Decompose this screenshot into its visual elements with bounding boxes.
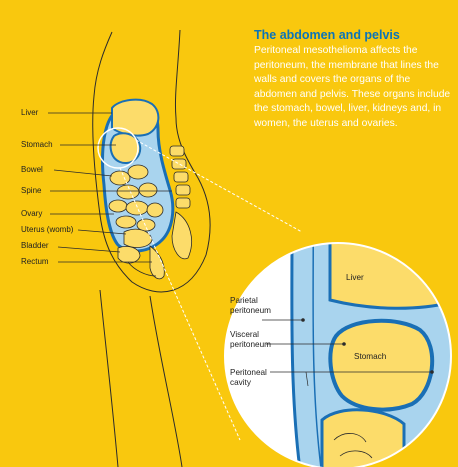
zoom-circle-border xyxy=(224,242,452,467)
spine xyxy=(169,145,192,260)
zoom-label-stomach: Stomach xyxy=(354,352,387,361)
label-uterus: Uterus (womb) xyxy=(21,225,74,234)
zoom-label-cavity-line1: Peritoneal xyxy=(230,368,267,377)
rectum-organ xyxy=(149,245,165,280)
leader-dot-parietal xyxy=(301,318,305,322)
label-bladder: Bladder xyxy=(21,241,49,250)
zoom-label-cavity-line2: cavity xyxy=(230,378,251,387)
zoom-label-visceral-line1: Visceral xyxy=(230,330,259,339)
intro-text: Peritoneal mesothelioma affects the peri… xyxy=(254,45,451,129)
zoom-label-parietal: Parietal peritoneum xyxy=(230,296,271,316)
body-outline xyxy=(92,29,211,293)
label-stomach: Stomach xyxy=(21,140,53,149)
leader-dot-cavity xyxy=(430,370,434,374)
zoom-label-cavity: Peritoneal cavity xyxy=(230,368,267,388)
magnifier-connector-bottom xyxy=(119,167,241,441)
front-outline xyxy=(99,289,119,467)
label-bowel: Bowel xyxy=(21,165,43,174)
zoom-label-parietal-line1: Parietal xyxy=(230,296,258,305)
pelvis-bone xyxy=(127,261,157,277)
label-ovary: Ovary xyxy=(21,209,43,218)
label-leaders xyxy=(48,112,172,263)
leader-dot-visceral xyxy=(342,342,346,346)
magnifier-small-circle xyxy=(97,127,139,169)
bladder-organ xyxy=(117,246,141,264)
label-liver: Liver xyxy=(21,108,39,117)
leg-outline xyxy=(149,295,183,467)
zoom-label-visceral: Visceral peritoneum xyxy=(230,330,271,350)
label-spine: Spine xyxy=(21,186,42,195)
label-rectum: Rectum xyxy=(21,257,49,266)
bowel-loops xyxy=(108,164,164,232)
zoom-label-parietal-line2: peritoneum xyxy=(230,306,271,315)
zoom-label-visceral-line2: peritoneum xyxy=(230,340,271,349)
zoom-label-liver: Liver xyxy=(346,273,364,282)
page-title: The abdomen and pelvis xyxy=(254,28,400,42)
liver-organ xyxy=(111,98,160,137)
magnifier-connector-top xyxy=(135,139,303,233)
